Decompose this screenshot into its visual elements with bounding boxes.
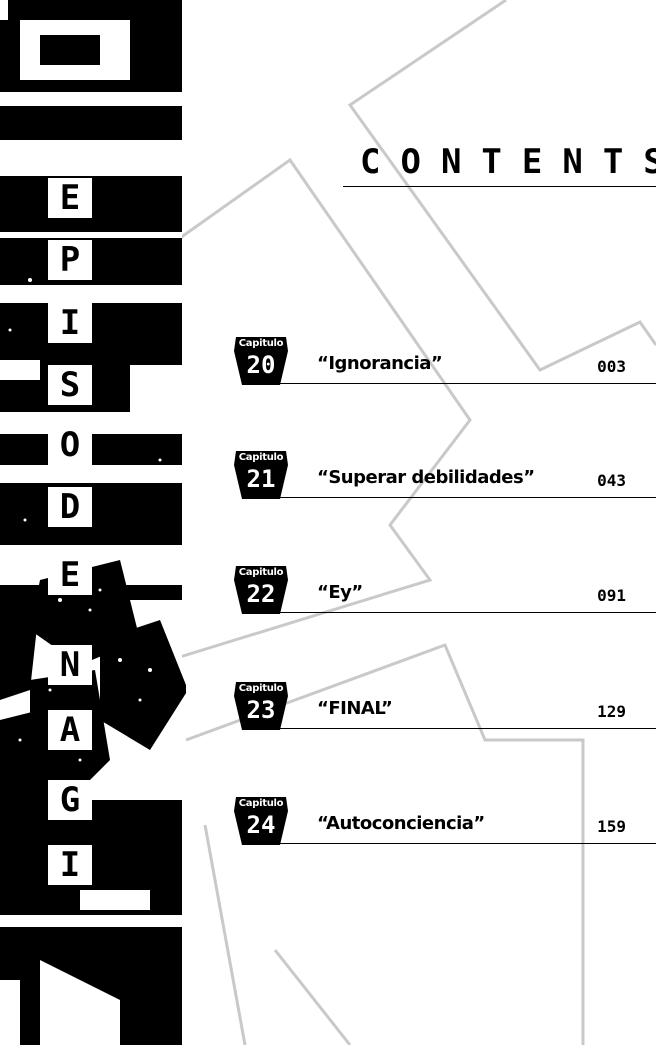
spine-letter: G [48,780,92,820]
grunge-art [0,0,188,1045]
chapter-badge: Capitulo 21 [232,451,290,501]
chapter-number: 22 [246,580,276,608]
chapter-title: “Ignorancia” [317,353,443,374]
chapter-title: “Ey” [317,582,363,603]
chapter-badge: Capitulo 23 [232,682,290,732]
spine-letter: E [48,555,92,595]
toc-entry[interactable]: Capitulo 20 “Ignorancia” 003 [0,337,656,397]
page-number: 003 [597,357,626,376]
badge-label: Capitulo [238,452,284,463]
page-number: 091 [597,586,626,605]
entry-rule [280,383,656,384]
spine-letter: P [48,240,92,280]
badge-label: Capitulo [238,798,284,809]
entry-rule [280,612,656,613]
chapter-title: “FINAL” [317,698,393,719]
toc-entry[interactable]: Capitulo 24 “Autoconciencia” 159 [0,797,656,857]
chapter-badge: Capitulo 20 [232,337,290,387]
toc-entry[interactable]: Capitulo 21 “Superar debilidades” 043 [0,451,656,511]
toc-entry[interactable]: Capitulo 23 “FINAL” 129 [0,682,656,742]
badge-label: Capitulo [238,683,284,694]
chapter-title: “Autoconciencia” [317,813,485,834]
spine-letter: N [48,645,92,685]
left-title-art: E P I S O D E N A G I [0,0,188,1045]
page-title: CONTENTS [360,142,656,182]
chapter-number: 20 [246,351,276,379]
page-number: 043 [597,471,626,490]
chapter-number: 21 [246,465,276,493]
chapter-number: 23 [246,696,276,724]
badge-label: Capitulo [238,338,284,349]
spine-letter: E [48,178,92,218]
page-number: 129 [597,702,626,721]
title-underline [343,186,656,187]
spine-letter: S [48,365,92,405]
chapter-number: 24 [246,811,276,839]
spine-letter: D [48,487,92,527]
badge-label: Capitulo [238,567,284,578]
entry-rule [280,728,656,729]
entry-rule [280,497,656,498]
chapter-badge: Capitulo 22 [232,566,290,616]
page-number: 159 [597,817,626,836]
toc-entry[interactable]: Capitulo 22 “Ey” 091 [0,566,656,626]
spine-letter: A [48,710,92,750]
spine-letter: O [48,425,92,465]
entry-rule [280,843,656,844]
spine-letter: I [48,303,92,343]
chapter-badge: Capitulo 24 [232,797,290,847]
chapter-title: “Superar debilidades” [317,467,535,488]
spine-letter: I [48,845,92,885]
